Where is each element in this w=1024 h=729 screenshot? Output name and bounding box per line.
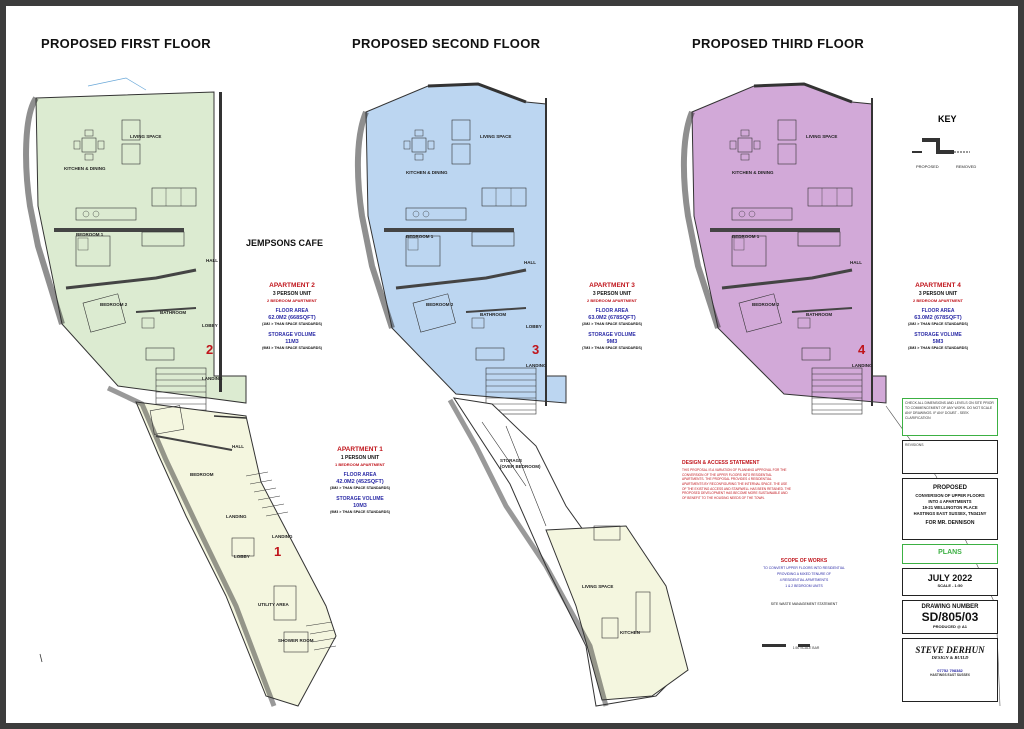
room-label: BEDROOM 1 <box>406 234 434 239</box>
room-label: HALL <box>850 260 862 265</box>
apartment-number: 3 <box>532 342 540 357</box>
heading-second-floor: PROPOSED SECOND FLOOR <box>352 36 541 51</box>
room-label: (OVER BEDROOM) <box>500 464 541 469</box>
room-label: HALL <box>232 444 244 449</box>
scope-line: 4 RESIDENTIAL APARTMENTS <box>779 578 829 582</box>
key-removed-label: REMOVED <box>956 164 977 169</box>
room-label: BEDROOM 1 <box>76 232 104 237</box>
floor-plans-drawing <box>23 77 1001 707</box>
apartment-2-schedule: APARTMENT 2 3 PERSON UNIT 2 BEDROOM APAR… <box>262 282 322 351</box>
company-logo: STEVE DERHUN <box>915 645 985 655</box>
drawing-type-box: PLANS <box>902 544 998 564</box>
key-proposed-label: PROPOSED <box>916 164 939 169</box>
key-title: KEY <box>938 114 957 124</box>
room-label: KITCHEN & DINING <box>732 170 774 175</box>
scope-line: PROVIDING A MIXED TENURE OF <box>776 572 831 576</box>
heading-first-floor: PROPOSED FIRST FLOOR <box>41 36 211 51</box>
room-label: LIVING SPACE <box>480 134 512 139</box>
room-label: LANDING <box>226 514 247 519</box>
apartment-number: 4 <box>858 342 866 357</box>
company-box: STEVE DERHUN DESIGN & BUILD 07752 798382… <box>902 638 998 702</box>
room-label: LOBBY <box>234 554 250 559</box>
room-label: LIVING SPACE <box>130 134 162 139</box>
room-label: BEDROOM 1 <box>732 234 760 239</box>
scope-title: SCOPE OF WORKS <box>780 558 828 564</box>
title-block-description: PROPOSED CONVERSION OF UPPER FLOORS INTO… <box>902 478 998 540</box>
apartment-number: 1 <box>274 544 282 559</box>
scope-line: TO CONVERT UPPER FLOORS INTO RESIDENTIAL <box>763 566 845 570</box>
heading-third-floor: PROPOSED THIRD FLOOR <box>692 36 865 51</box>
drawing-number-box: DRAWING NUMBER SD/805/03 PRODUCED @ A1 <box>902 600 998 634</box>
room-label: LANDING <box>202 376 223 381</box>
room-label: KITCHEN & DINING <box>64 166 106 171</box>
design-statement-text: THIS PROPOSAL IS A VARIATION OF PLANNING… <box>682 468 792 500</box>
room-label: BATHROOM <box>806 312 833 317</box>
revisions-box: REVISIONS <box>902 440 998 474</box>
room-label: LIVING SPACE <box>806 134 838 139</box>
room-label: LANDING <box>272 534 293 539</box>
room-label: LANDING <box>526 363 547 368</box>
room-label: SHOWER ROOM <box>278 638 314 643</box>
scope-line: 1 & 2 BEDROOM UNITS <box>785 584 823 588</box>
room-label: HALL <box>206 258 218 263</box>
room-label: BEDROOM 2 <box>100 302 128 307</box>
drawing-sheet: PROPOSED FIRST FLOOR PROPOSED SECOND FLO… <box>6 6 1018 723</box>
apartment-4-schedule: APARTMENT 4 3 PERSON UNIT 2 BEDROOM APAR… <box>908 282 968 351</box>
room-label: KITCHEN & DINING <box>406 170 448 175</box>
date-box: JULY 2022 SCALE - 1:50 <box>902 568 998 596</box>
design-statement-title: DESIGN & ACCESS STATEMENT <box>682 460 760 466</box>
apartment-1-schedule: APARTMENT 1 1 PERSON UNIT 1 BEDROOM APAR… <box>330 446 390 515</box>
room-label: LANDING <box>852 363 873 368</box>
scale-bar-label: 1:50 SCALE BAR <box>792 646 820 650</box>
room-label: LOBBY <box>202 323 218 328</box>
room-label: BEDROOM 2 <box>752 302 780 307</box>
room-label: KITCHEN <box>620 630 640 635</box>
room-label: UTILITY AREA <box>258 602 289 607</box>
room-label: HALL <box>524 260 536 265</box>
room-label: BATHROOM <box>480 312 507 317</box>
room-label: BATHROOM <box>160 310 187 315</box>
room-label: BEDROOM <box>190 472 214 477</box>
neighbour-label: JEMPSONS CAFE <box>246 238 324 248</box>
room-label: LOBBY <box>526 324 542 329</box>
apartment-number: 2 <box>206 342 214 357</box>
room-label: STORAGE <box>500 458 523 463</box>
apartment-3-schedule: APARTMENT 3 3 PERSON UNIT 2 BEDROOM APAR… <box>582 282 642 351</box>
waste-title: SITE WASTE MANAGEMENT STATEMENT <box>770 602 838 606</box>
notes-box: CHECK ALL DIMENSIONS AND LEVELS ON SITE … <box>902 398 998 436</box>
room-label: BEDROOM 2 <box>426 302 454 307</box>
room-label: LIVING SPACE <box>582 584 614 589</box>
